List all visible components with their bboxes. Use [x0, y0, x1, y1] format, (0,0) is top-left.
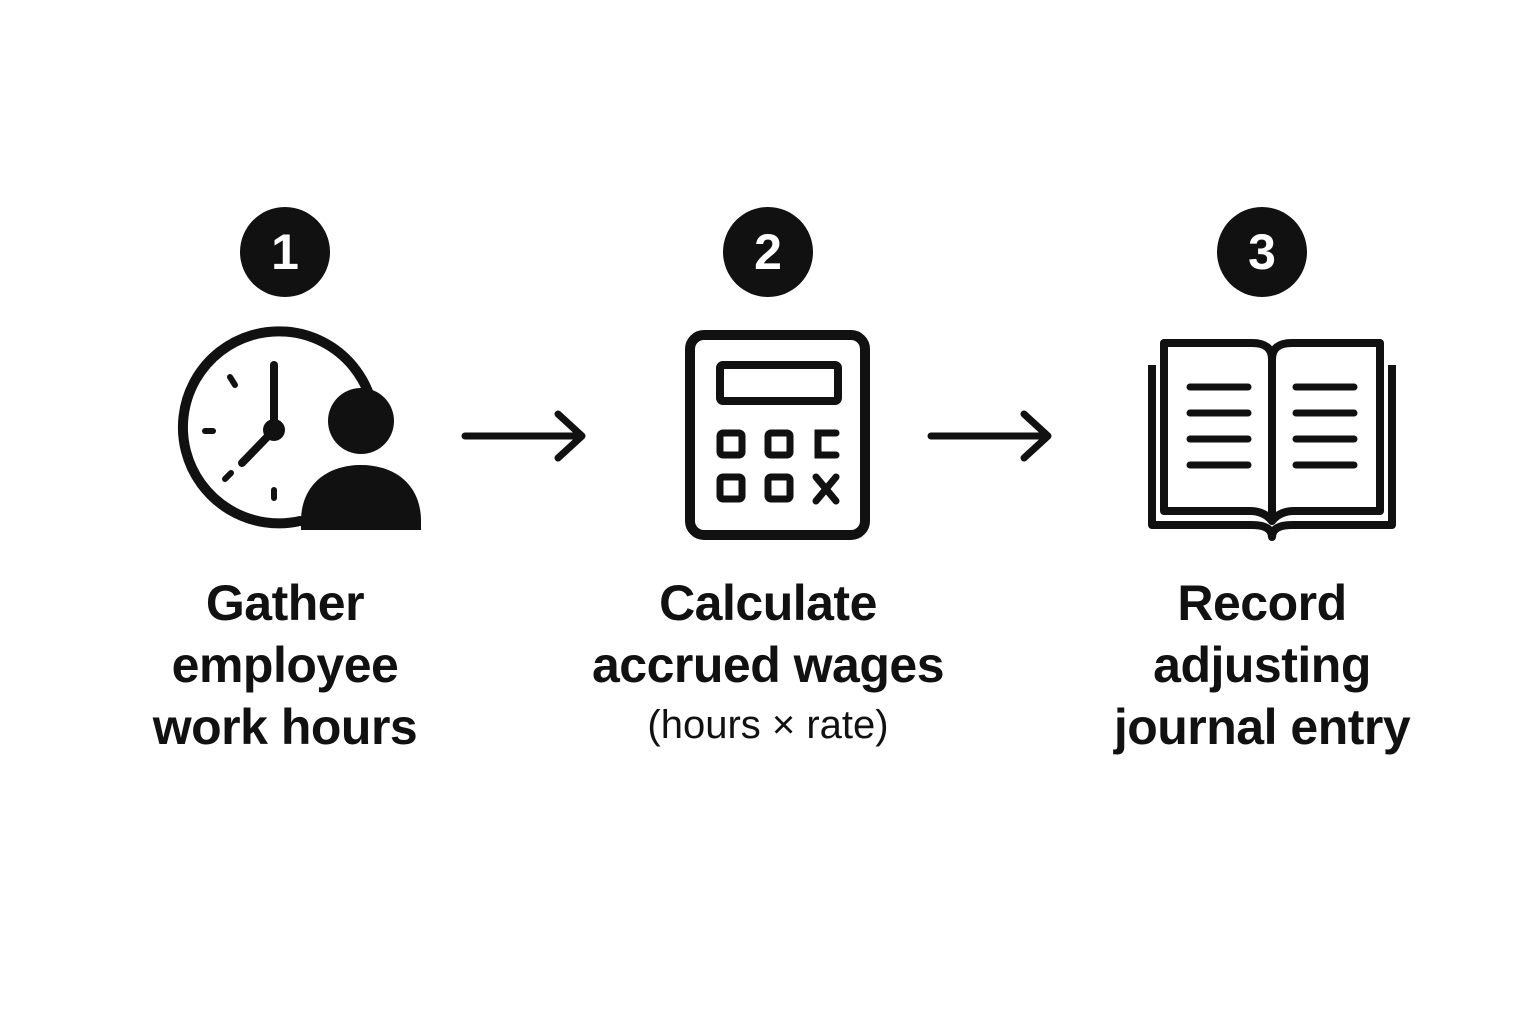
step-label-line: adjusting: [1153, 637, 1371, 693]
step-label-line: work hours: [152, 699, 418, 755]
open-book-icon: [1142, 325, 1402, 545]
arrow-right-icon: [460, 404, 590, 468]
step-label: Calculate accrued wages (hours × rate): [538, 572, 998, 754]
step-label-line: journal entry: [1113, 699, 1411, 755]
step-number-badge: 1: [240, 207, 330, 297]
step-label-line: employee: [171, 637, 399, 693]
step-label-line: Record: [1177, 575, 1347, 631]
step-label: Record adjusting journal entry: [1032, 572, 1492, 758]
step-2: 2 Calculate accrued wages (hours × r: [538, 0, 998, 1024]
step-label-line: Calculate: [659, 575, 877, 631]
step-label-line: accrued wages: [591, 637, 945, 693]
calculator-icon: [648, 325, 908, 545]
clock-user-icon: [165, 325, 425, 545]
step-number-badge: 3: [1217, 207, 1307, 297]
step-3: 3 Record adjust: [1032, 0, 1492, 1024]
step-1: 1 Gather employee work hour: [55, 0, 515, 1024]
step-number-badge: 2: [723, 207, 813, 297]
step-label-line: Gather: [205, 575, 365, 631]
step-sublabel: (hours × rate): [647, 703, 889, 747]
step-label: Gather employee work hours: [55, 572, 515, 758]
arrow-right-icon: [926, 404, 1056, 468]
